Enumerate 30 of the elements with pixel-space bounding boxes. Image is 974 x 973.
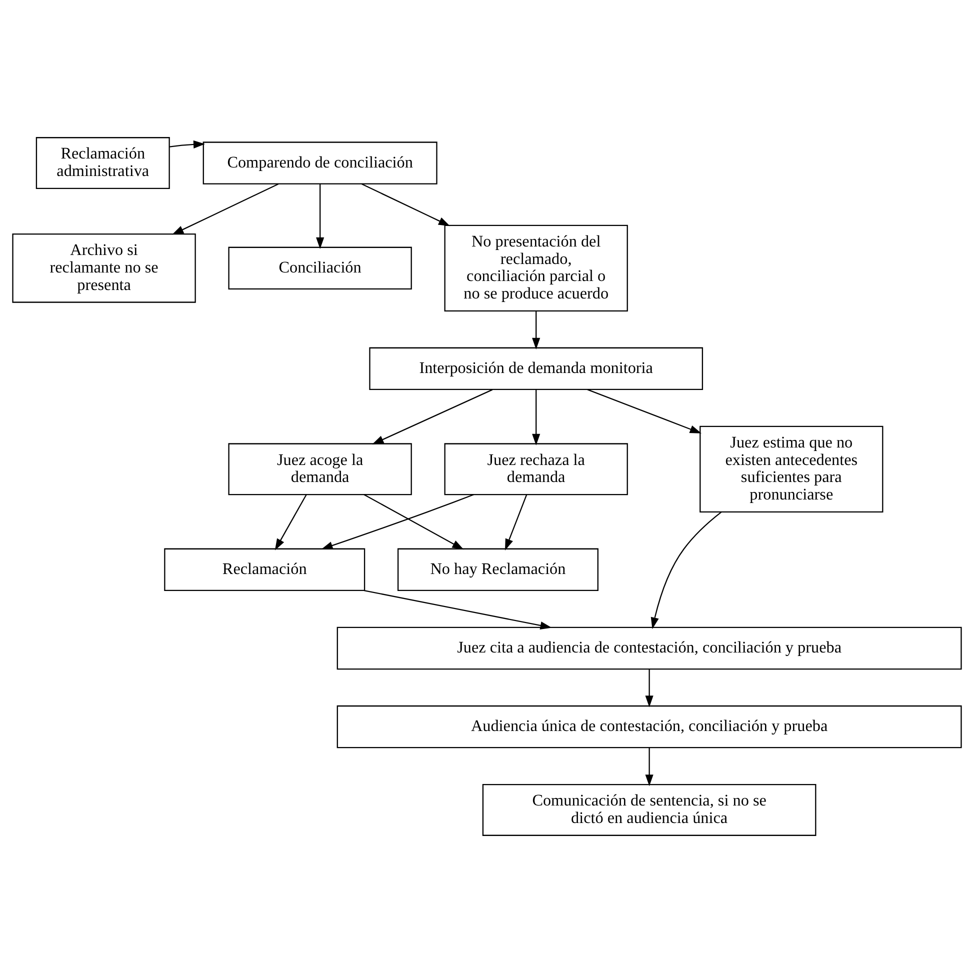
arrow — [361, 184, 450, 226]
arrow — [645, 669, 654, 708]
arrow — [587, 389, 702, 434]
arrow — [316, 184, 324, 249]
node-box: Audiencia única de contestación, conciliación y prueba — [336, 705, 962, 748]
arrow — [321, 494, 474, 550]
arrow — [364, 590, 552, 630]
arrow — [650, 512, 722, 630]
arrow — [372, 389, 493, 444]
arrow — [532, 390, 540, 446]
node-box: Archivo si reclamante no se presenta — [12, 234, 196, 303]
node-box: Conciliación — [228, 246, 412, 290]
arrow — [172, 184, 279, 235]
node-box: No hay Reclamación — [397, 548, 598, 592]
node-box: Reclamación administrativa — [36, 137, 170, 190]
arrow — [364, 494, 464, 550]
node-box: Juez estima que no existen antecedentes suficientes para pronunciarse — [700, 426, 884, 512]
node-box: Interposición de demanda monitoria — [369, 347, 704, 390]
arrow — [274, 494, 307, 550]
arrow — [532, 310, 540, 350]
arrow — [645, 748, 654, 786]
node-box: Juez acoge la demanda — [228, 443, 412, 496]
arrow — [504, 494, 528, 550]
node-box: Juez cita a audiencia de contestación, conciliación y prueba — [336, 626, 962, 670]
arrow — [169, 140, 206, 149]
node-box: Juez rechaza la demanda — [444, 443, 628, 496]
node-box: Reclamación — [164, 548, 366, 592]
node-box: Comparendo de conciliación — [202, 142, 438, 184]
node-box: No presentación del reclamado, conciliación parcial o no se produce acuerdo — [444, 224, 628, 312]
node-box: Comunicación de sentencia, si no se dictó en audiencia única — [482, 784, 816, 836]
